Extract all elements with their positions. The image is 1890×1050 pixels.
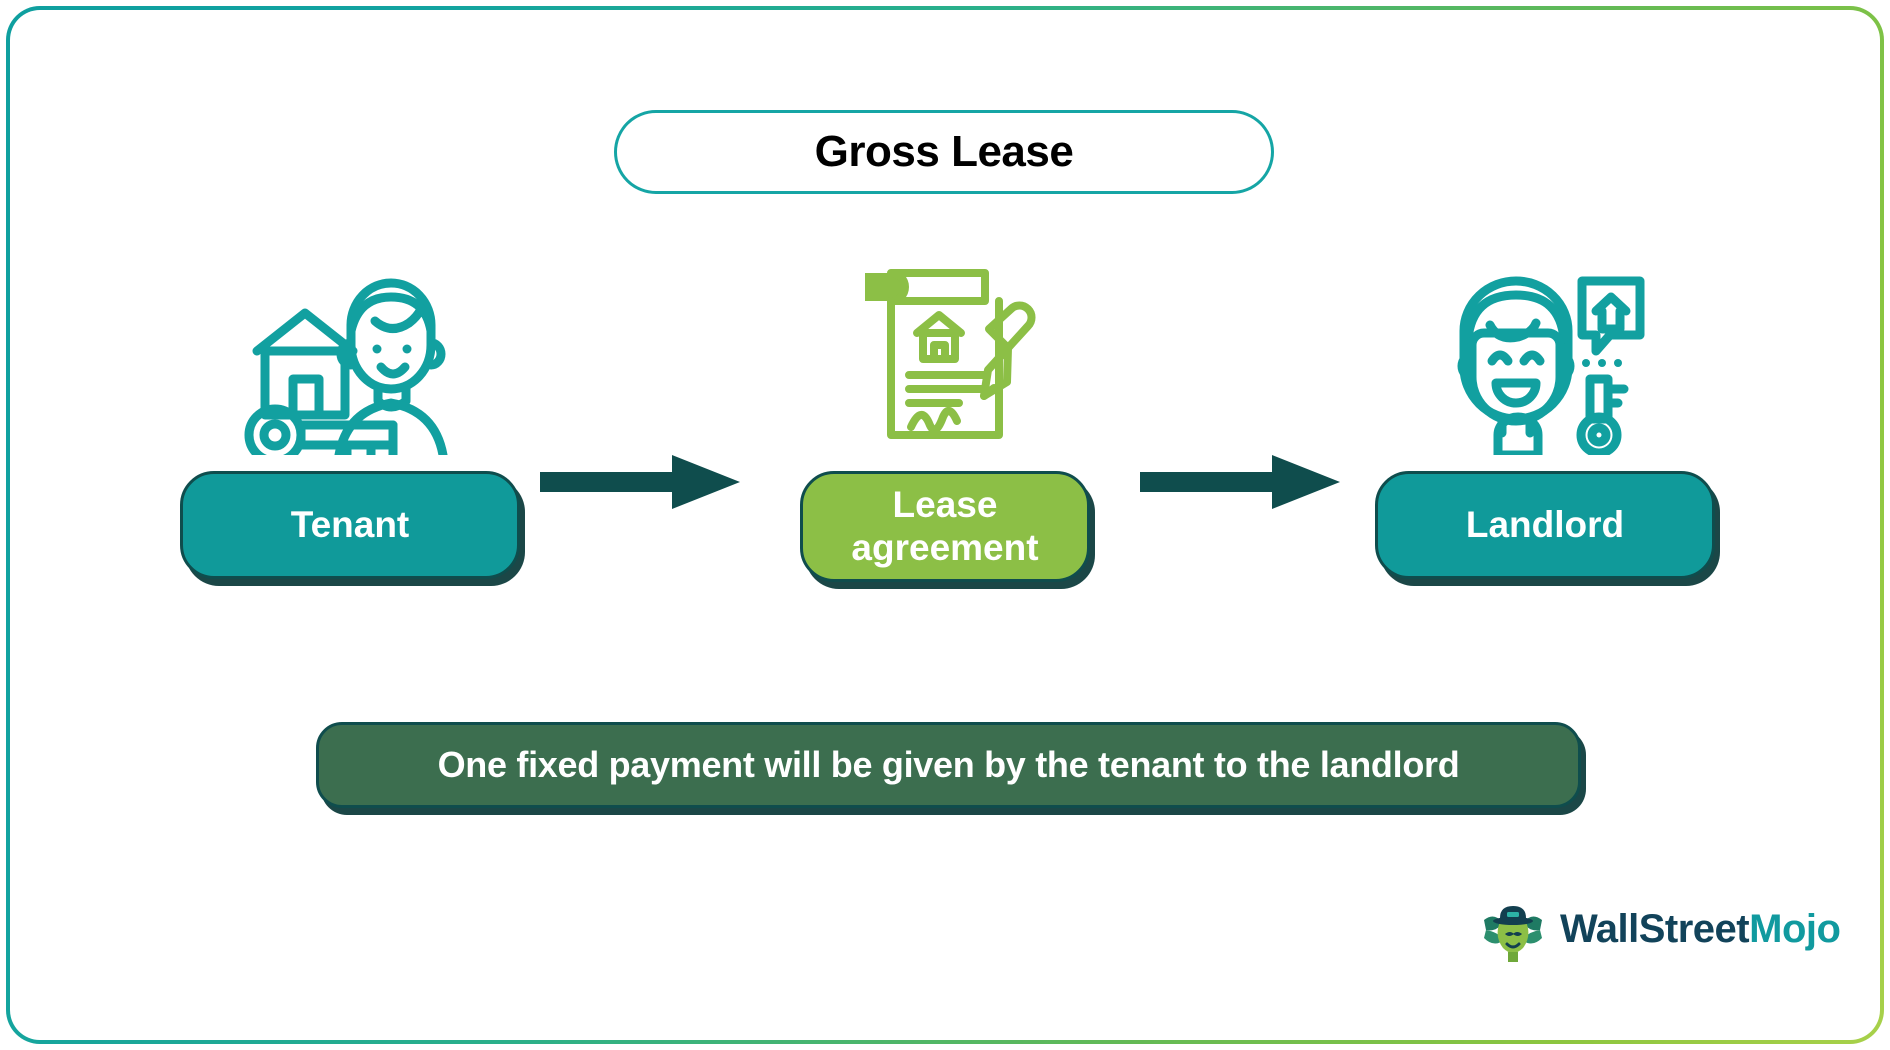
flow-label-landlord-text: Landlord (1465, 503, 1625, 545)
logo-brand-part1: WallStreet (1560, 906, 1750, 951)
page-title: Gross Lease (814, 127, 1074, 176)
flow-node-tenant: Tenant (170, 255, 530, 579)
right-arrow-icon (540, 455, 740, 509)
flow-node-landlord: Landlord (1365, 255, 1725, 579)
landlord-icon-wrap (1440, 255, 1650, 455)
smiling-person-with-house-bubble-and-key-icon (1457, 276, 1645, 455)
lease-flow-diagram: Tenant (0, 255, 1890, 635)
flow-label-tenant[interactable]: Tenant (180, 471, 520, 579)
signed-document-with-pencil-icon (865, 269, 1036, 439)
arrow-tenant-to-lease (540, 455, 740, 509)
summary-banner: One fixed payment will be given by the t… (316, 722, 1581, 808)
wallstreetmojo-wordmark: WallStreetMojo (1560, 906, 1841, 952)
right-arrow-icon (1140, 455, 1340, 509)
arrow-lease-to-landlord (1140, 455, 1340, 509)
summary-banner-text: One fixed payment will be given by the t… (437, 744, 1460, 785)
wallstreetmojo-logo: WallStreetMojo (1478, 892, 1841, 966)
flow-label-tenant-text: Tenant (290, 503, 410, 545)
person-with-house-and-key-icon (244, 278, 448, 455)
wallstreetmojo-mascot-icon (1484, 906, 1542, 962)
tenant-icon-wrap (235, 255, 465, 455)
lease-icon-wrap (839, 255, 1051, 455)
flow-label-landlord[interactable]: Landlord (1375, 471, 1715, 579)
page-title-pill: Gross Lease (614, 110, 1274, 194)
logo-brand-part2: Mojo (1749, 906, 1841, 951)
